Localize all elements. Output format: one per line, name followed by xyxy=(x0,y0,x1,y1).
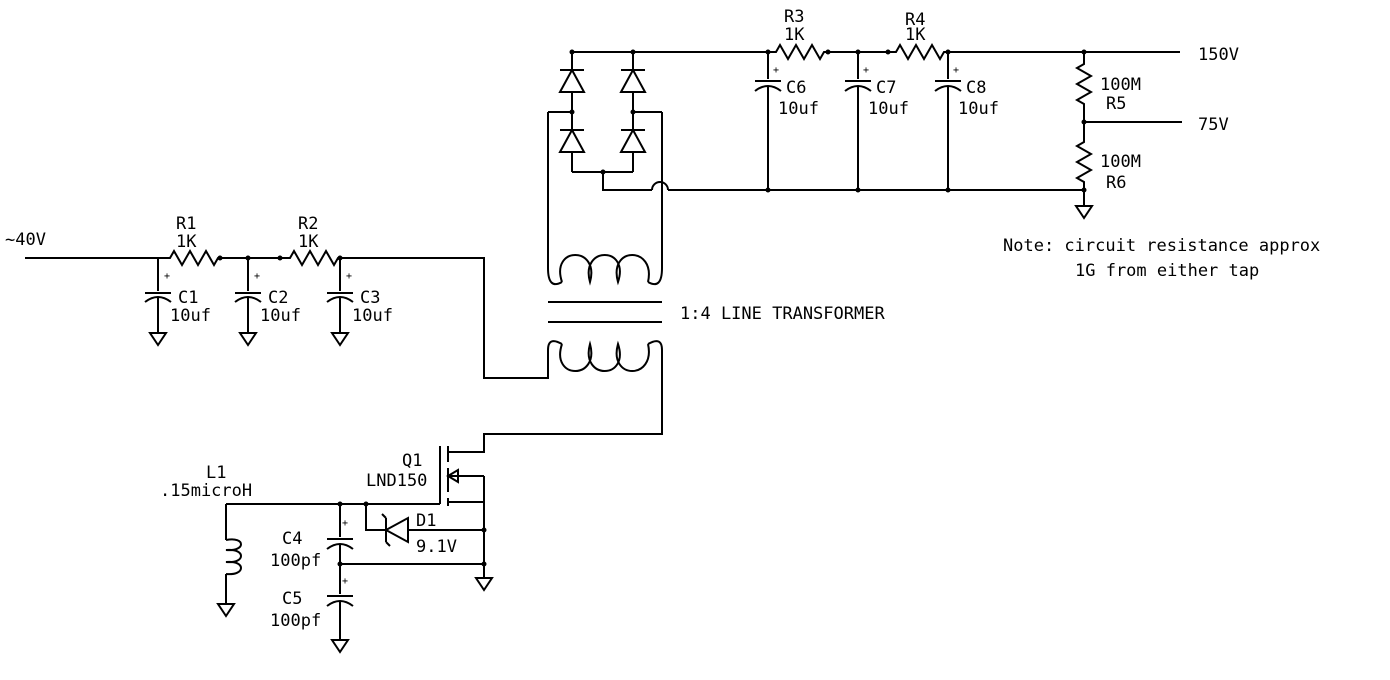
junction-dot xyxy=(1081,49,1087,55)
resistor-r3 xyxy=(768,42,828,62)
c4-value: 100pf xyxy=(270,551,321,571)
capacitor-c4 xyxy=(326,504,354,564)
junction-dot xyxy=(245,255,251,261)
junction-dot xyxy=(765,187,771,193)
junction-dot xyxy=(337,561,343,567)
note-line-2: 1G from either tap xyxy=(1075,261,1259,281)
d1-ref: D1 xyxy=(416,511,436,531)
transformer-core xyxy=(548,301,662,323)
resistor-r2 xyxy=(280,248,340,268)
junction-dot xyxy=(337,501,343,507)
junction-dot xyxy=(337,255,343,261)
junction-dot xyxy=(945,187,951,193)
c3-value: 10uf xyxy=(352,306,393,326)
capacitor-c3 xyxy=(326,258,354,347)
c7-value: 10uf xyxy=(868,99,909,119)
junction-dot xyxy=(363,501,369,507)
c1-value: 10uf xyxy=(170,306,211,326)
junction-dot xyxy=(855,49,861,55)
junction-dot xyxy=(481,527,487,533)
polarity-mark: + xyxy=(773,65,779,76)
c3-ref: C3 xyxy=(360,288,380,308)
c2-ref: C2 xyxy=(268,288,288,308)
c7-ref: C7 xyxy=(876,78,896,98)
c6-value: 10uf xyxy=(778,99,819,119)
capacitor-c7 xyxy=(844,52,872,190)
r1-value: 1K xyxy=(176,232,197,252)
junction-dot xyxy=(765,49,771,55)
c8-ref: C8 xyxy=(966,78,986,98)
inductor-l1 xyxy=(216,503,366,618)
zener-d1 xyxy=(381,513,484,547)
r4-value: 1K xyxy=(905,25,926,45)
r6-ref: R6 xyxy=(1106,173,1126,193)
r5-ref: R5 xyxy=(1106,94,1126,114)
capacitor-c6 xyxy=(754,52,782,190)
resistor-r6 xyxy=(1074,122,1094,220)
resistor-r1 xyxy=(160,248,220,268)
resistor-r5 xyxy=(1074,52,1094,122)
polarity-mark: + xyxy=(863,65,869,76)
junction-dot xyxy=(945,49,951,55)
capacitor-c5 xyxy=(326,564,354,654)
c5-ref: C5 xyxy=(282,589,302,609)
junction-dot xyxy=(600,169,606,175)
capacitor-c8 xyxy=(934,52,962,190)
junction-dot xyxy=(277,255,283,261)
ground-wire xyxy=(340,532,494,592)
c6-ref: C6 xyxy=(786,78,806,98)
q1-value: LND150 xyxy=(366,471,427,491)
l1-value: .15microH xyxy=(160,481,252,501)
junction-dot xyxy=(825,49,831,55)
c1-ref: C1 xyxy=(178,288,198,308)
mosfet-q1 xyxy=(365,434,485,532)
junction-dot xyxy=(481,561,487,567)
c2-value: 10uf xyxy=(260,306,301,326)
q1-ref: Q1 xyxy=(402,451,422,471)
polarity-mark: + xyxy=(346,271,352,282)
junction-dot xyxy=(885,49,891,55)
output-150v-label: 150V xyxy=(1198,45,1239,65)
bridge-rectifier xyxy=(548,52,1084,191)
polarity-mark: + xyxy=(342,576,348,587)
polarity-mark: + xyxy=(254,271,260,282)
polarity-mark: + xyxy=(342,518,348,529)
junction-dot xyxy=(855,187,861,193)
c5-value: 100pf xyxy=(270,611,321,631)
input-label: ~40V xyxy=(5,230,46,250)
junction-dot xyxy=(630,109,636,115)
r5-value: 100M xyxy=(1100,75,1141,95)
capacitor-c2 xyxy=(234,258,262,347)
r3-ref: R3 xyxy=(784,7,804,27)
junction-dot xyxy=(1081,187,1087,193)
junction-dot xyxy=(217,255,223,261)
polarity-mark: + xyxy=(953,65,959,76)
note-line-1: Note: circuit resistance approx xyxy=(1003,236,1320,256)
transformer-secondary xyxy=(547,112,663,286)
polarity-mark: + xyxy=(164,271,170,282)
c8-value: 10uf xyxy=(958,99,999,119)
r6-value: 100M xyxy=(1100,152,1141,172)
d1-value: 9.1V xyxy=(416,537,457,557)
c4-ref: C4 xyxy=(282,529,302,549)
junction-dot xyxy=(1081,119,1087,125)
capacitor-c1 xyxy=(144,258,172,347)
transformer-label: 1:4 LINE TRANSFORMER xyxy=(680,304,885,324)
r2-ref: R2 xyxy=(298,214,318,234)
output-75v-label: 75V xyxy=(1198,115,1229,135)
resistor-r4 xyxy=(888,42,948,62)
r2-value: 1K xyxy=(298,232,319,252)
r1-ref: R1 xyxy=(176,214,196,234)
transformer-primary xyxy=(483,340,663,452)
r3-value: 1K xyxy=(784,25,805,45)
junction-dot xyxy=(569,109,575,115)
r4-ref: R4 xyxy=(905,10,925,30)
l1-ref: L1 xyxy=(206,463,226,483)
